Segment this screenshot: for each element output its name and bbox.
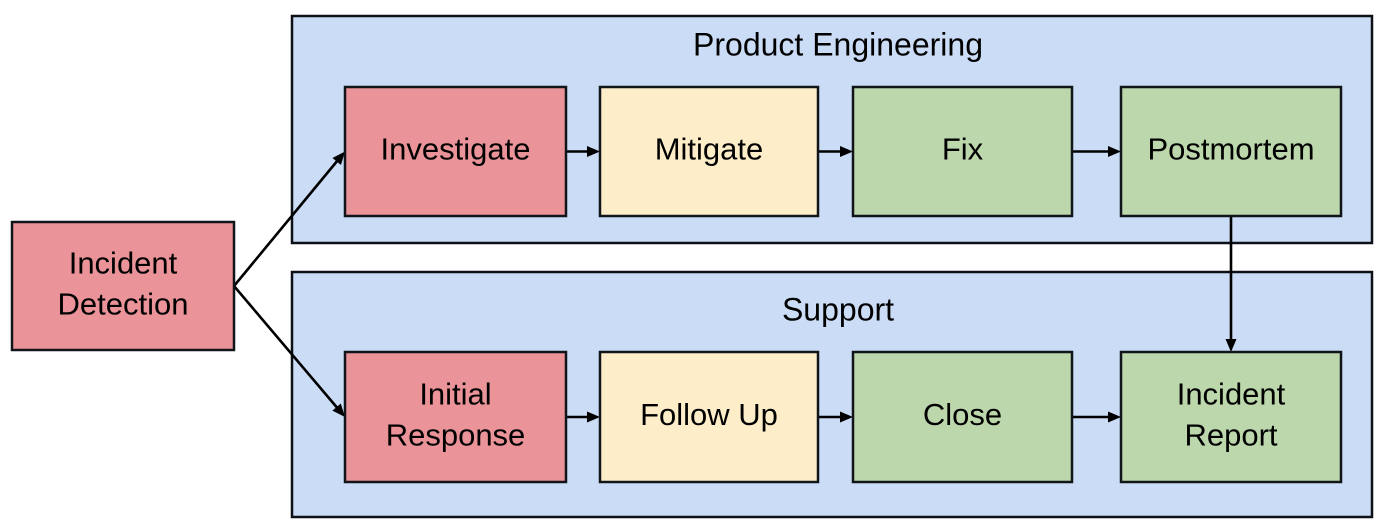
node-label-incident-detection: Incident — [69, 246, 178, 281]
node-label-initial-response: Response — [386, 418, 526, 453]
node-box-investigate[interactable] — [343, 85, 568, 218]
node-close[interactable]: Close — [851, 350, 1074, 484]
group-label-product-engineering: Product Engineering — [693, 26, 983, 62]
node-label-follow-up: Follow Up — [640, 397, 778, 432]
arrowhead-icon-investigate-to-mitigate — [587, 146, 600, 157]
edge-initial-response-to-follow-up — [566, 411, 600, 423]
node-box-mitigate[interactable] — [598, 85, 820, 218]
edge-postmortem-to-incident-report — [1225, 216, 1237, 352]
group-label-support: Support — [782, 291, 894, 327]
node-investigate[interactable]: Investigate — [343, 85, 568, 218]
node-postmortem[interactable]: Postmortem — [1119, 85, 1343, 218]
arrowhead-icon-detection-to-initial-response — [332, 403, 345, 417]
edge-line-detection-to-initial-response — [233, 285, 339, 410]
node-box-incident-report[interactable] — [1119, 350, 1343, 484]
arrowhead-icon-mitigate-to-fix — [840, 146, 853, 157]
node-follow-up[interactable]: Follow Up — [598, 350, 820, 484]
edge-follow-up-to-close — [818, 411, 853, 423]
edge-mitigate-to-fix — [818, 146, 853, 157]
node-label-postmortem: Postmortem — [1147, 132, 1314, 167]
node-box-fix[interactable] — [851, 85, 1074, 218]
edges-layer — [232, 146, 1237, 423]
edge-investigate-to-mitigate — [566, 146, 600, 157]
node-box-close[interactable] — [851, 350, 1074, 484]
arrowhead-icon-follow-up-to-close — [840, 411, 853, 423]
arrowhead-icon-close-to-incident-report — [1108, 411, 1121, 423]
node-box-initial-response[interactable] — [343, 350, 568, 484]
node-label-initial-response: Initial — [419, 377, 491, 412]
node-label-close: Close — [923, 397, 1002, 432]
node-box-follow-up[interactable] — [598, 350, 820, 484]
edge-close-to-incident-report — [1072, 411, 1121, 423]
node-mitigate[interactable]: Mitigate — [598, 85, 820, 218]
node-label-incident-detection: Detection — [58, 287, 189, 322]
arrowhead-icon-detection-to-investigate — [332, 151, 345, 166]
edge-line-detection-to-investigate — [232, 159, 339, 287]
arrowhead-icon-postmortem-to-incident-report — [1225, 339, 1237, 352]
node-box-postmortem[interactable] — [1119, 85, 1343, 218]
node-label-incident-report: Report — [1184, 418, 1277, 453]
arrowhead-icon-initial-response-to-follow-up — [587, 411, 600, 423]
edge-fix-to-postmortem — [1072, 146, 1121, 157]
node-box-incident-detection[interactable] — [10, 220, 236, 352]
node-label-fix: Fix — [942, 132, 984, 167]
node-label-mitigate: Mitigate — [655, 132, 764, 167]
edge-detection-to-investigate — [232, 151, 345, 287]
node-fix[interactable]: Fix — [851, 85, 1074, 218]
edge-detection-to-initial-response — [233, 285, 345, 417]
arrowhead-icon-fix-to-postmortem — [1108, 146, 1121, 157]
node-label-investigate: Investigate — [381, 132, 531, 167]
node-label-incident-report: Incident — [1177, 377, 1286, 412]
